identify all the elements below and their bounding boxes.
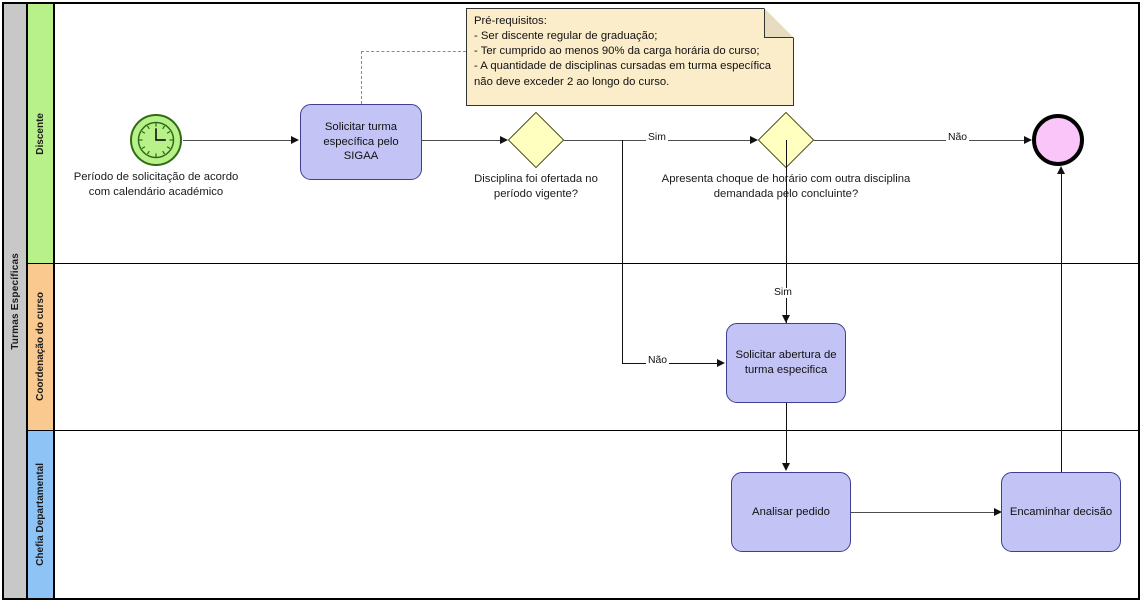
task-analisar-pedido[interactable]: Analisar pedido — [731, 472, 851, 552]
lane-label-chefia: Chefia Departamental — [35, 462, 46, 566]
start-event-timer[interactable] — [130, 114, 182, 166]
task-encaminhar-decisao[interactable]: Encaminhar decisão — [1001, 472, 1121, 552]
gateway-disciplina-ofertada[interactable] — [507, 111, 565, 169]
lane-divider-2 — [28, 430, 1138, 431]
flow-label-gw1-nao: Não — [646, 355, 670, 367]
task-solicitar-turma[interactable]: Solicitar turma específica pelo SIGAA — [300, 104, 422, 180]
flow-label-gw2-sim: Sim — [772, 287, 794, 299]
flow-encaminhar-to-end — [1061, 172, 1062, 472]
arrowhead-abertura-to-analisar — [781, 463, 790, 471]
flow-label-gw2-nao: Não — [946, 132, 970, 144]
flow-gw1-nao-horizontal — [622, 363, 717, 364]
arrowhead-gw1-nao — [717, 358, 725, 367]
flow-task1-to-gw1 — [422, 140, 500, 141]
lane-header-discente: Discente — [28, 4, 55, 263]
flow-gw1-nao-vertical — [622, 140, 623, 363]
flow-start-to-task1 — [183, 140, 291, 141]
arrowhead-gw1-to-gw2 — [750, 135, 758, 144]
flow-analisar-to-encaminhar — [851, 512, 994, 513]
gateway-diamond — [507, 111, 565, 169]
task-solicitar-abertura[interactable]: Solicitar abertura de turma especifica — [726, 323, 846, 403]
end-event[interactable] — [1032, 114, 1084, 166]
pool-header: Turmas Específicas — [4, 4, 28, 598]
association-note-horizontal — [361, 51, 466, 52]
lane-divider-1 — [28, 263, 1138, 264]
lane-label-discente: Discente — [35, 112, 46, 155]
gateway1-label: Disciplina foi ofertada no período vigen… — [474, 173, 598, 200]
start-event-label: Período de solicitação de acordo com cal… — [73, 171, 239, 198]
clock-icon — [137, 121, 175, 159]
association-note-vertical — [361, 51, 362, 104]
gateway2-label: Apresenta choque de horário com outra di… — [661, 173, 911, 200]
arrowhead-task1-to-gw1 — [500, 135, 508, 144]
flow-gw2-nao — [814, 140, 1024, 141]
flow-label-gw1-sim: Sim — [646, 132, 668, 144]
pool-title: Turmas Específicas — [9, 252, 21, 350]
lane-header-chefia: Chefia Departamental — [28, 430, 55, 598]
arrowhead-encaminhar-to-end — [1056, 166, 1065, 174]
arrowhead-gw2-sim — [781, 315, 790, 323]
arrowhead-start-to-task1 — [291, 135, 299, 144]
annotation-note: Pré-requisitos: - Ser discente regular d… — [466, 8, 794, 106]
arrowhead-gw2-to-end — [1024, 135, 1032, 144]
arrowhead-analisar-to-encaminhar — [994, 507, 1002, 516]
lane-label-coordenacao: Coordenação do curso — [35, 292, 46, 401]
flow-abertura-to-analisar — [786, 403, 787, 467]
flow-gw2-sim-vertical — [786, 140, 787, 323]
lane-header-coordenacao: Coordenação do curso — [28, 263, 55, 430]
